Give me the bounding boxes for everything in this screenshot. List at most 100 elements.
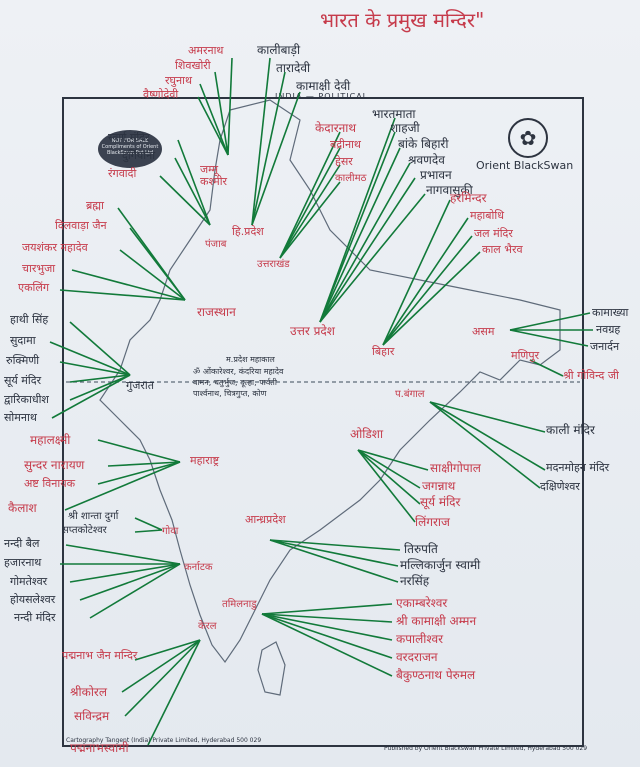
state-ap: आन्ध्रप्रदेश xyxy=(245,513,286,526)
leader-jk-2 xyxy=(214,71,229,156)
leader-up-1 xyxy=(319,117,396,323)
temple-assam-0: कामाख्या xyxy=(592,306,629,319)
leader-tn-1 xyxy=(261,603,393,615)
page-title: भारत के प्रमुख मन्दिर" xyxy=(320,8,485,32)
leader-up-2 xyxy=(319,131,396,323)
temple-ap-0: तिरुपति xyxy=(404,542,438,556)
temple-ka-1: हजारनाथ xyxy=(4,556,42,569)
temple-ka-4: नन्दी मंदिर xyxy=(14,611,56,624)
sri-lanka xyxy=(257,641,286,696)
leader-wb-2 xyxy=(429,401,546,471)
leader-hp-1 xyxy=(251,57,271,226)
temple-uk-0: केदारनाथ xyxy=(315,121,357,135)
state-mh: महाराष्ट्र xyxy=(190,454,220,467)
temple-bihar-2: जल मंदिर xyxy=(474,227,513,240)
temple-ka-0: नन्दी बैल xyxy=(4,537,40,550)
temple-uk-3: कालीमठ xyxy=(335,173,367,184)
state-pb: पंजाब xyxy=(205,239,227,250)
leader-guj-1 xyxy=(69,321,131,376)
temple-raj-2: जयशंकर महादेव xyxy=(22,241,88,254)
temple-uk-1: बद्रीनाथ xyxy=(330,138,361,151)
temple-pb-1: दुर्गियाना xyxy=(122,149,156,162)
temple-guj-0: हाथी सिंह xyxy=(10,313,49,326)
leader-up-3 xyxy=(319,147,401,323)
temple-up-4: प्रभावन xyxy=(420,168,452,182)
temple-bihar-0: हरमिन्दर xyxy=(450,191,487,205)
leader-assam-1 xyxy=(509,312,591,331)
leader-od-3 xyxy=(357,449,421,505)
leader-up-4 xyxy=(319,162,411,323)
leader-manipur-1 xyxy=(529,359,564,377)
leader-ka-3 xyxy=(69,563,181,583)
temple-tn-0: एकाम्बरेश्वर xyxy=(396,596,448,610)
temple-hp-0: कालीबाड़ी xyxy=(257,43,301,57)
temple-mh-2: अष्ट विनायक xyxy=(24,477,76,490)
leader-ka-4 xyxy=(79,563,181,601)
temple-wb-2: दक्षिणेश्वर xyxy=(540,480,580,493)
state-ka: कर्नाटक xyxy=(184,562,213,573)
leader-ka-1 xyxy=(65,544,181,565)
footer-left: Cartography Tangent (India) Private Limi… xyxy=(66,737,262,744)
leader-uk-1 xyxy=(279,131,341,259)
state-bihar: बिहार xyxy=(372,345,395,358)
temple-guj-2: रुक्मिणी xyxy=(6,354,40,367)
temple-mh-1: सुन्दर नारायण xyxy=(24,458,85,472)
leader-bihar-1 xyxy=(382,199,451,346)
temple-up-5: नागवासुकी xyxy=(426,183,473,197)
temple-guj-4: द्वारिकाधीश xyxy=(4,393,49,406)
temple-tn-4: बैकुण्ठनाथ पेरुमल xyxy=(396,668,476,682)
leader-guj-4 xyxy=(69,374,131,383)
state-goa: गोवा xyxy=(162,526,179,537)
temple-up-0: भारतमाता xyxy=(372,107,416,121)
map-frame xyxy=(62,97,584,747)
leader-jk-3 xyxy=(199,83,229,156)
temple-ka-2: गोमतेश्वर xyxy=(10,575,48,588)
leader-pb-1 xyxy=(177,139,211,226)
state-kl: केरल xyxy=(198,621,217,632)
leader-kl-2 xyxy=(121,639,201,693)
state-hp: हि.प्रदेश xyxy=(232,225,264,238)
temple-raj-4: एकलिंग xyxy=(18,281,50,294)
temple-guj-1: सुदामा xyxy=(10,334,36,347)
temple-kl-1: श्रीकोरल xyxy=(70,685,107,699)
state-up: उत्तर प्रदेश xyxy=(290,324,335,338)
leader-mh-3 xyxy=(97,461,181,485)
temple-raj-3: चारभुजा xyxy=(22,262,56,275)
temple-pb-2: रंगवादी xyxy=(108,167,137,180)
leader-guj-6 xyxy=(51,374,131,419)
swan-logo-icon: ✿ xyxy=(508,118,548,158)
state-mp-line4: पार्श्वनाथ, चित्रगुप्त, कोण xyxy=(193,389,267,398)
leader-goa-2 xyxy=(134,529,163,533)
temple-kl-3: पद्मनाभस्वामी xyxy=(70,741,129,755)
leader-od-2 xyxy=(357,449,421,489)
temple-hp-1: तारादेवी xyxy=(276,61,311,75)
leader-ka-5 xyxy=(89,563,181,619)
temple-up-2: बांके बिहारी xyxy=(398,137,449,151)
temple-tn-3: वरदराजन xyxy=(396,650,438,664)
footer-right: Published by Orient Blackswan Private Li… xyxy=(384,745,588,752)
leader-goa-1 xyxy=(134,517,163,531)
leader-wb-1 xyxy=(429,401,546,433)
temple-hp-2: कामाक्षी देवी xyxy=(296,79,351,93)
leader-kl-3 xyxy=(124,639,201,717)
temple-jk-2: रघुनाथ xyxy=(165,74,192,87)
leader-assam-3 xyxy=(509,329,589,347)
leader-kl-1 xyxy=(134,639,201,661)
leader-bihar-2 xyxy=(382,217,469,346)
temple-assam-2: जनार्दन xyxy=(590,340,620,353)
leader-kl-4 xyxy=(147,639,201,746)
temple-tn-1: श्री कामाक्षी अम्मन xyxy=(396,614,477,628)
leader-od-1 xyxy=(357,449,429,471)
temple-pb-0: स्वर्ण मंदिर xyxy=(108,131,150,144)
state-assam: असम xyxy=(472,325,495,338)
not-for-sale-sticker: NOT FOR SALE Compliments of Orient Black… xyxy=(98,130,162,168)
brand-name: Orient BlackSwan xyxy=(476,159,574,172)
leader-hp-2 xyxy=(251,71,286,226)
temple-mh-3: कैलाश xyxy=(8,501,37,515)
temple-jk-0: अमरनाथ xyxy=(188,44,224,57)
state-odisha: ओडिशा xyxy=(350,427,384,441)
temple-od-0: साक्षीगोपाल xyxy=(430,461,481,475)
temple-jk-3: वैष्णोदेवी xyxy=(143,88,179,101)
state-raj: राजस्थान xyxy=(197,305,236,319)
